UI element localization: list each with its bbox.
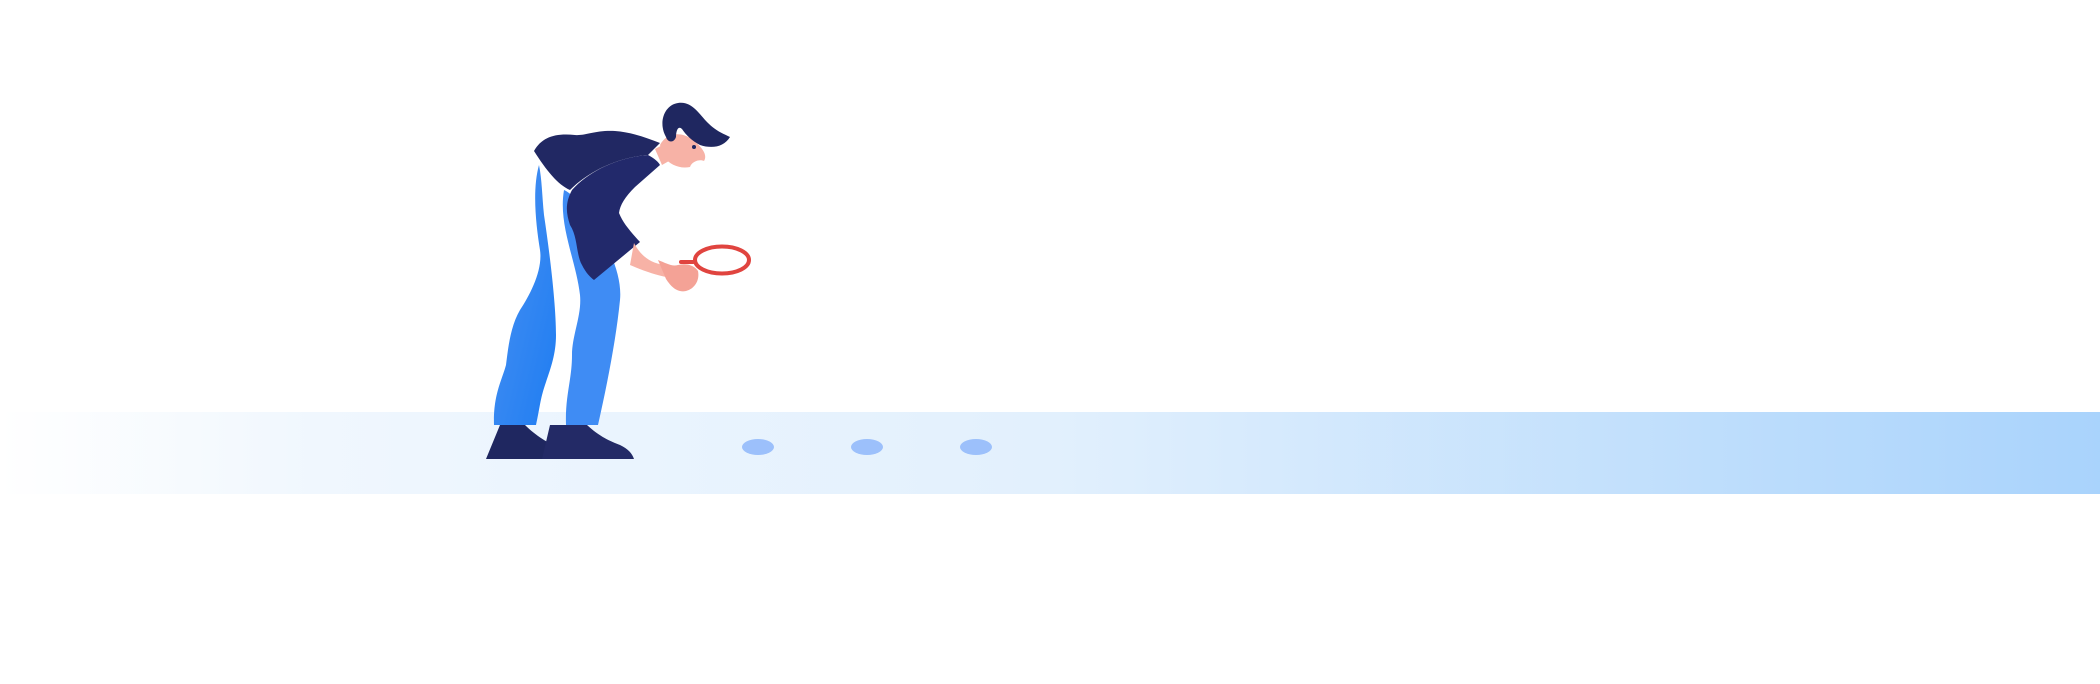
person-figure — [486, 102, 751, 459]
ground-strip — [0, 412, 2100, 494]
back-shoulder — [534, 130, 660, 190]
face — [660, 134, 706, 168]
magnifier-lens — [693, 244, 751, 276]
hand — [658, 260, 699, 292]
back-shoe — [486, 425, 560, 459]
shirt — [566, 155, 660, 280]
front-shoe — [542, 425, 634, 459]
dot-3 — [960, 439, 992, 455]
back-leg — [493, 165, 556, 425]
magnifier-handle — [679, 260, 695, 264]
dot-2 — [851, 439, 883, 455]
hair — [662, 102, 730, 147]
eye — [692, 145, 696, 149]
dot-1 — [742, 439, 774, 455]
